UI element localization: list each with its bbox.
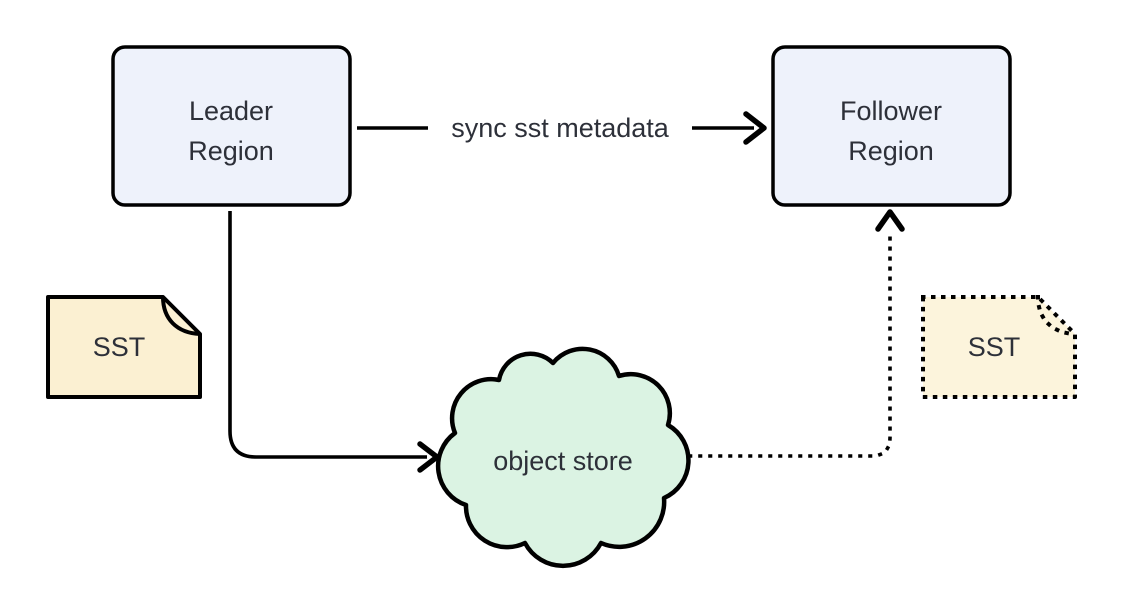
edge-sync-sst-metadata: sync sst metadata <box>357 111 767 145</box>
sst-right-label: SST <box>968 332 1021 362</box>
follower-region-label-line1: Follower <box>840 96 942 126</box>
edge-upload-sst <box>228 211 440 473</box>
follower-region-box <box>771 45 1012 207</box>
object-store-node: object store <box>435 346 691 569</box>
replicate-edge-line <box>688 228 892 458</box>
leader-region-label-line1: Leader <box>189 96 273 126</box>
upload-edge-line <box>228 211 427 459</box>
edge-replicate-sst <box>688 209 905 458</box>
sst-left-fold-corner <box>161 296 201 336</box>
sst-note-right: SST <box>921 294 1078 399</box>
sst-right-fold-corner <box>1035 294 1078 337</box>
follower-region-node: Follower Region <box>771 45 1012 207</box>
sync-edge-label: sync sst metadata <box>451 113 670 143</box>
leader-region-box <box>111 45 352 207</box>
leader-region-node: Leader Region <box>111 45 352 207</box>
object-store-label: object store <box>493 446 633 476</box>
replicate-edge-arrowhead <box>875 209 905 232</box>
sst-right-page-shape <box>921 295 1077 399</box>
sync-edge-arrowhead <box>743 111 767 145</box>
sst-left-page-shape <box>46 295 202 399</box>
sst-left-label: SST <box>93 332 146 362</box>
follower-region-label-line2: Region <box>848 136 934 166</box>
sst-note-left: SST <box>46 295 202 399</box>
object-store-cloud-shape <box>435 346 691 569</box>
leader-region-label-line2: Region <box>188 136 274 166</box>
